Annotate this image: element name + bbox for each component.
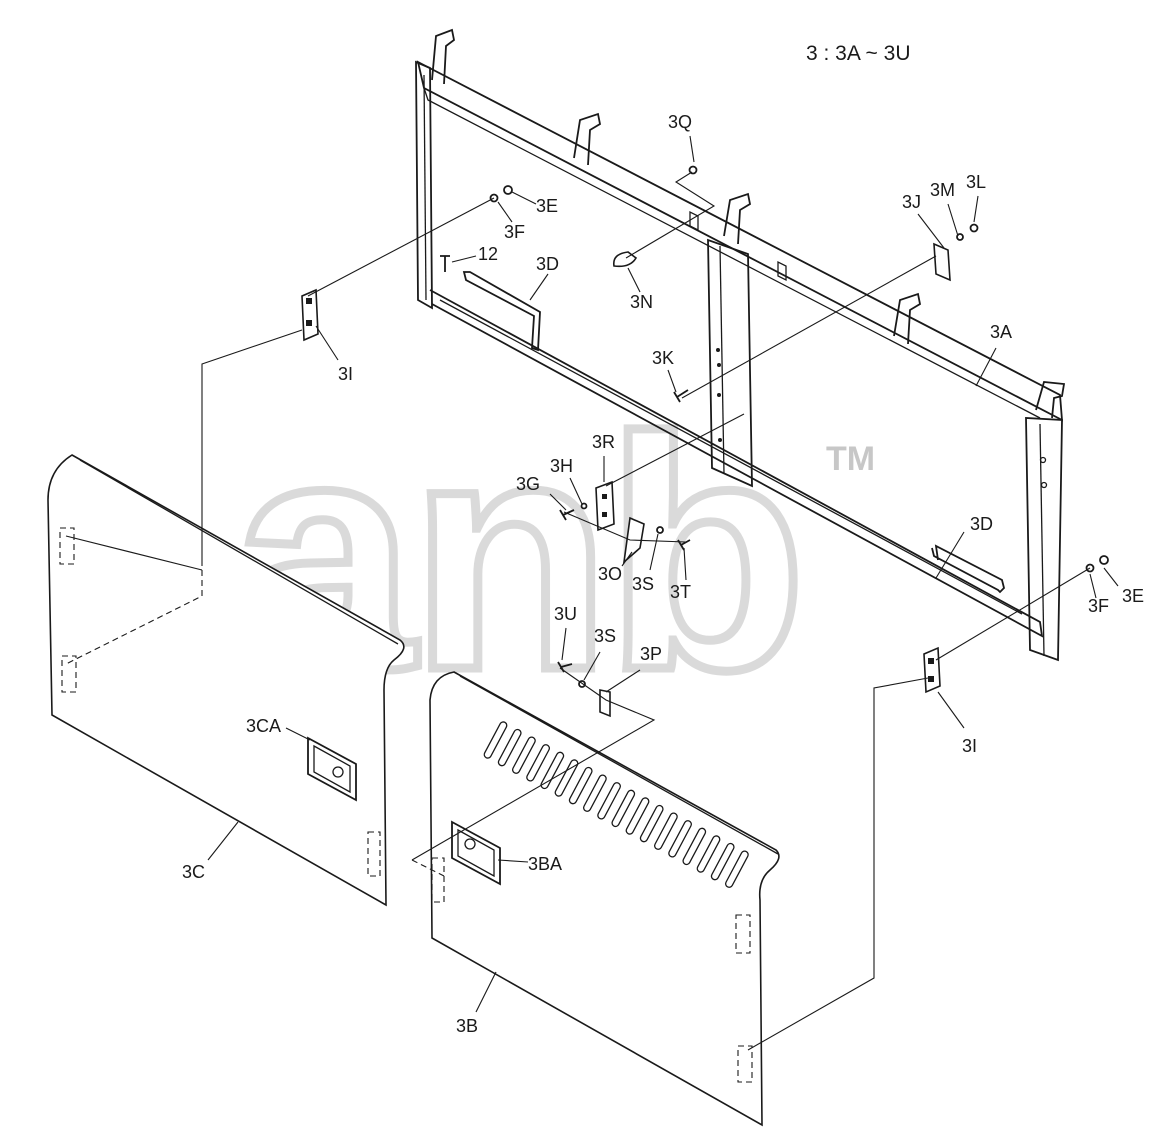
label-3BA: 3BA	[528, 854, 562, 874]
louver-slot	[583, 774, 607, 812]
label-3F-right: 3F	[1088, 596, 1109, 616]
bolt-12	[440, 255, 450, 272]
label-3D-left: 3D	[536, 254, 559, 274]
louver-slot	[512, 736, 536, 774]
louver-slot	[540, 751, 565, 790]
washer-3M	[956, 233, 964, 241]
label-3I-left: 3I	[338, 364, 353, 384]
label-3T: 3T	[670, 582, 691, 602]
diagram-title: 3 : 3A ~ 3U	[806, 42, 911, 65]
louver-slot	[483, 721, 508, 759]
washer-3H	[580, 502, 588, 510]
washer-3S-upper	[656, 526, 664, 534]
striker-3R	[595, 480, 615, 532]
louver-slot	[611, 789, 636, 828]
label-3S-lower: 3S	[594, 626, 616, 646]
label-3E-right: 3E	[1122, 586, 1144, 606]
label-3F-left: 3F	[504, 222, 525, 242]
washer-3F-right	[1085, 563, 1095, 573]
latch-bracket-3I-right	[923, 646, 941, 694]
label-3S-upper: 3S	[632, 574, 654, 594]
louver-slot	[526, 744, 550, 782]
label-3B: 3B	[456, 1016, 478, 1036]
label-3U: 3U	[554, 604, 577, 624]
label-3CA: 3CA	[246, 716, 281, 736]
label-3K: 3K	[652, 348, 674, 368]
label-3C: 3C	[182, 862, 205, 882]
frame-assembly-3A	[415, 28, 1066, 662]
label-3R: 3R	[592, 432, 615, 452]
door-handle-3CA	[307, 736, 357, 802]
bracket-3P	[599, 689, 611, 718]
nut-3L	[969, 223, 979, 233]
label-3G: 3G	[516, 474, 540, 494]
washer-3S-lower	[578, 680, 586, 688]
door-panel-3C	[47, 454, 405, 907]
label-leaders	[207, 135, 1119, 1013]
label-3I-right: 3I	[962, 736, 977, 756]
handle-3D-left	[462, 271, 541, 352]
louver-slot	[625, 797, 650, 835]
louver-slot	[696, 835, 721, 873]
assembly-lines	[65, 171, 1091, 1051]
label-3O: 3O	[598, 564, 622, 584]
latch-bracket-3I-left	[301, 288, 319, 342]
louver-slot	[668, 820, 692, 858]
louver-slot	[682, 827, 707, 866]
louver-slot	[654, 812, 678, 850]
door-louvers	[483, 721, 749, 888]
label-12: 12	[478, 244, 498, 264]
label-3Q: 3Q	[668, 112, 692, 132]
louver-slot	[710, 842, 735, 881]
bracket-3J	[933, 242, 951, 282]
louver-slot	[725, 850, 749, 888]
bolt-3K	[673, 389, 689, 403]
label-3N: 3N	[630, 292, 653, 312]
nut-3E-right	[1099, 555, 1109, 565]
louver-slot	[597, 782, 621, 820]
label-3E-left: 3E	[536, 196, 558, 216]
nut-3Q	[688, 165, 698, 175]
louver-slot	[497, 728, 522, 767]
label-3M: 3M	[930, 180, 955, 200]
bolt-3G	[559, 509, 575, 521]
label-3L: 3L	[966, 172, 986, 192]
louver-slot	[568, 766, 593, 805]
label-3H: 3H	[550, 456, 573, 476]
label-3D-right: 3D	[970, 514, 993, 534]
part-labels: 3 : 3A ~ 3U 3Q 3E 3F 12 3D 3N 3I 3K 3J 3…	[182, 42, 1144, 1036]
handle-3D-right	[931, 544, 1005, 594]
louver-slot	[554, 759, 579, 797]
washer-3F-left	[489, 193, 499, 203]
louver-slot	[639, 804, 664, 843]
door-panel-3B	[429, 671, 780, 1127]
label-3J: 3J	[902, 192, 921, 212]
label-3A: 3A	[990, 322, 1012, 342]
label-3P: 3P	[640, 644, 662, 664]
watermark-trademark: TM	[826, 440, 875, 478]
door-handle-3BA	[451, 820, 501, 886]
nut-3E-left	[503, 185, 513, 195]
